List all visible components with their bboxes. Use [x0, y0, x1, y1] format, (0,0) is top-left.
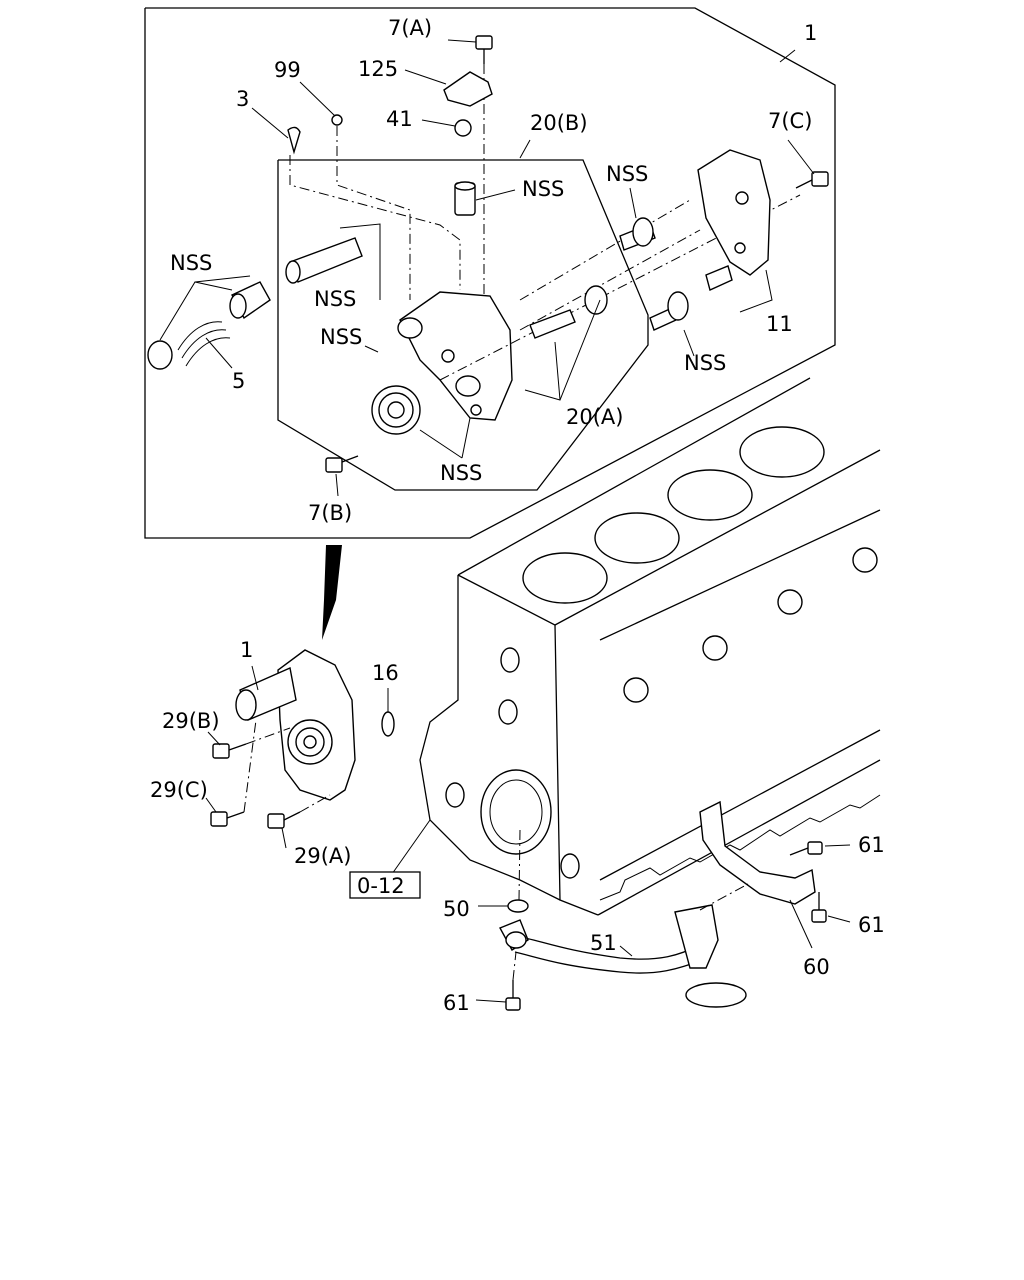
label-60: 60 [803, 955, 830, 979]
strainer [685, 982, 747, 1008]
label-16: 16 [372, 661, 399, 685]
pin-nss [285, 237, 363, 284]
bolt-29b [212, 727, 291, 759]
label-3: 3 [236, 87, 249, 111]
sleeve-nss [454, 181, 476, 216]
plate-125 [443, 71, 493, 107]
label-125: 125 [358, 57, 398, 81]
bracket-60 [699, 800, 816, 905]
gasket-50 [507, 899, 529, 913]
label-0-12: 0-12 [357, 874, 405, 898]
bolt-61-right [789, 841, 823, 856]
shaft-gears [439, 194, 801, 381]
label-1-top: 1 [804, 21, 817, 45]
label-nss-pin: NSS [314, 287, 356, 311]
label-7a: 7(A) [388, 16, 432, 40]
leader-lines-lower [205, 665, 851, 1003]
label-29c: 29(C) [150, 778, 208, 802]
cover-11 [697, 149, 771, 291]
label-61-left: 61 [443, 991, 470, 1015]
cap-nss [147, 340, 173, 370]
relief-valve-parts [147, 281, 271, 370]
assembly-arrow [322, 545, 342, 640]
label-nss-bottom: NSS [440, 461, 482, 485]
label-29a: 29(A) [294, 844, 351, 868]
label-1-pump: 1 [240, 638, 253, 662]
label-51: 51 [590, 931, 617, 955]
bolt-61-right2 [811, 892, 827, 923]
ref-box-0-12 [349, 871, 421, 899]
oil-strainer-assembly [499, 800, 827, 1011]
label-41: 41 [386, 107, 413, 131]
bore-4 [739, 426, 825, 478]
bolt-7c [795, 171, 829, 189]
label-nss-left: NSS [320, 325, 362, 349]
label-nss-gear-right: NSS [684, 351, 726, 375]
label-nss-gear-top: NSS [606, 162, 648, 186]
label-20a: 20(A) [566, 405, 623, 429]
cotter-pin-3 [287, 126, 301, 155]
label-99: 99 [274, 58, 301, 82]
label-7b: 7(B) [308, 501, 352, 525]
crank-bore [480, 769, 552, 855]
label-50: 50 [443, 897, 470, 921]
bolt-7a [475, 35, 493, 300]
bore-3 [667, 469, 753, 521]
label-11: 11 [766, 312, 793, 336]
label-29b: 29(B) [162, 709, 220, 733]
pump-body-inner [397, 291, 513, 421]
gasket-16 [381, 711, 395, 737]
engine-block [419, 377, 881, 916]
bore-2 [594, 512, 680, 564]
bolt-61-left [505, 951, 521, 1011]
pump-assembly [210, 649, 395, 829]
leader-lines-upper [159, 39, 815, 497]
label-20b: 20(B) [530, 111, 588, 135]
exploded-view-frame [144, 7, 836, 539]
label-5: 5 [232, 369, 245, 393]
label-61-right: 61 [858, 833, 885, 857]
label-61-right2: 61 [858, 913, 885, 937]
exploded-parts [147, 35, 829, 473]
bolt-7b [325, 455, 359, 473]
bolt-29c [210, 719, 257, 827]
label-nss-sleeve: NSS [522, 177, 564, 201]
drive-gear-nss [371, 385, 421, 435]
nut-99 [331, 114, 343, 126]
ball-41 [454, 119, 472, 137]
callout-labels: 7(A) 99 125 3 41 20(B) 1 7(C) NSS NSS NS… [150, 16, 885, 1015]
label-7c: 7(C) [768, 109, 812, 133]
bolt-29a [267, 794, 331, 829]
label-nss-plug: NSS [170, 251, 212, 275]
bore-1 [522, 552, 608, 604]
